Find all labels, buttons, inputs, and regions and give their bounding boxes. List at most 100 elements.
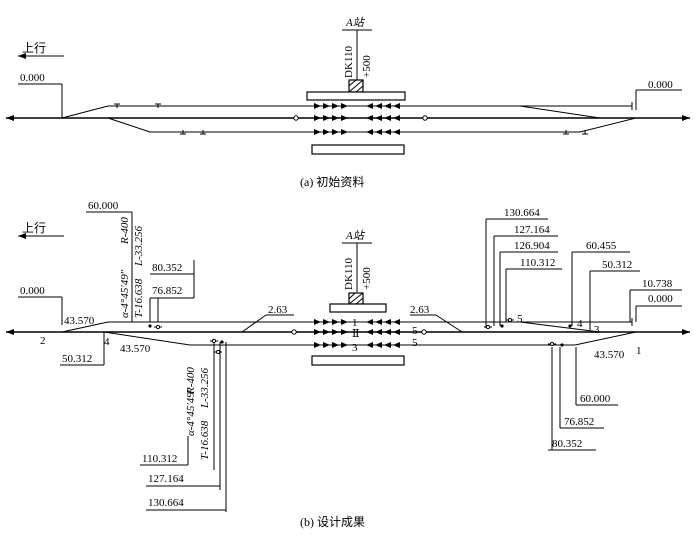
track-arrow-right (323, 103, 330, 109)
track-arrow-right (341, 342, 348, 348)
switch-marks-a (114, 103, 588, 135)
dim-130-left: 130.664 (148, 497, 184, 509)
switch-number-3-right: 3 (594, 324, 600, 336)
track-arrow-right (323, 342, 330, 348)
dk-label-b: DK110 (343, 258, 355, 290)
curve-upper-tangent: T-16.638 (133, 278, 145, 318)
direction-label-b: 上行 (22, 221, 46, 235)
left-zero-value-b: 0.000 (20, 285, 45, 297)
dim-110-right: 110.312 (520, 257, 555, 269)
track-arrow-right (332, 342, 339, 348)
switch-number-5-right: 5 (517, 313, 523, 325)
station-label: A站 (345, 16, 366, 29)
offset-left: 2.63 (268, 304, 288, 316)
track-arrow-right (314, 329, 321, 335)
track-arrow-right (332, 329, 339, 335)
track-arrow-left (375, 329, 382, 335)
track-arrow-right (341, 115, 348, 121)
platform-lower-b (311, 355, 405, 366)
track-arrow-right (323, 319, 330, 325)
dim-60-lower-right: 60.000 (580, 393, 611, 405)
dim-127-right: 127.164 (514, 224, 550, 236)
upper-siding-left-diverge (61, 105, 109, 119)
track-arrow-right (332, 129, 339, 135)
switch-number-1-right: 1 (636, 345, 642, 357)
caption-a: (a) 初始资料 (300, 175, 364, 189)
track-arrow-left (375, 129, 382, 135)
curve-upper-alpha: α-4°45′49″ (119, 269, 131, 318)
dim-left-upper: 43.570 (64, 315, 95, 327)
offset-right: 2.63 (410, 304, 430, 316)
curve-lower-length: L-33.256 (199, 367, 211, 409)
left-zero-value: 0.000 (20, 72, 45, 84)
switch-number-4-left: 4 (104, 336, 110, 348)
dim-76-left: 76.852 (152, 285, 182, 297)
curve-lower-tangent: T-16.638 (199, 420, 211, 460)
dim-80-left: 80.352 (152, 262, 182, 274)
switch-number-2: 2 (40, 335, 46, 347)
switch-number-4-right: 4 (577, 318, 583, 330)
dim-130-right: 130.664 (504, 207, 540, 219)
track-arrow-left (375, 342, 382, 348)
dim-43-right: 43.570 (594, 349, 625, 361)
caption-b: (b) 设计成果 (300, 515, 365, 529)
track-arrow-left (393, 129, 400, 135)
right-zero-value: 0.000 (648, 79, 673, 91)
track-arrow-left (366, 319, 373, 325)
track-arrow-right (341, 329, 348, 335)
curve-upper-radius: R-400 (119, 217, 131, 245)
track-arrow-left (393, 329, 400, 335)
station-label-b: A站 (345, 229, 366, 242)
dim-60-left: 60.000 (88, 200, 119, 212)
dim-127-left: 127.164 (148, 473, 184, 485)
dim-60-right: 60.455 (586, 240, 617, 252)
lower-siding-right (579, 117, 637, 133)
direction-label: 上行 (22, 41, 46, 55)
dim-left-50: 50.312 (62, 353, 92, 365)
track-arrow-right (314, 103, 321, 109)
track-arrow-right (323, 115, 330, 121)
signal-a-1 (293, 115, 299, 121)
track-arrow-left (384, 329, 391, 335)
track-arrow-right (332, 115, 339, 121)
track-arrow-right (332, 103, 339, 109)
track-arrow-left (366, 329, 373, 335)
track-arrow-right (341, 319, 348, 325)
dim-left-lower: 43.570 (120, 343, 151, 355)
track-arrow-left (384, 115, 391, 121)
dk-offset-b: +500 (361, 267, 373, 290)
track-arrow-right (341, 129, 348, 135)
track-arrow-left (366, 342, 373, 348)
track-number-5b: 5 (412, 337, 418, 349)
track-arrow-left (375, 115, 382, 121)
track-arrow-left (366, 115, 373, 121)
track-arrow-left (384, 319, 391, 325)
dim-76-lower-right: 76.852 (564, 416, 594, 428)
platform-lower (311, 144, 405, 155)
track-arrow-left (366, 103, 373, 109)
panel-b: 上行 0.000 0.000 A站 DK110 +500 (6, 200, 690, 529)
track-arrows-b (314, 319, 400, 348)
track-arrow-right (323, 129, 330, 135)
track-arrow-right (314, 129, 321, 135)
track-number-2: Ⅱ (352, 328, 359, 340)
switch-marks-b (148, 317, 572, 355)
panel-a: 上行 0.000 0.000 A站 DK110 +500 (6, 16, 690, 189)
platform-upper-b (329, 303, 387, 313)
track-arrow-left (384, 129, 391, 135)
track-arrow-left (393, 319, 400, 325)
upper-siding-right-diverge (519, 105, 601, 119)
track-arrow-right (314, 319, 321, 325)
curve-upper-length: L-33.256 (133, 225, 145, 267)
track-number-5a: 5 (412, 325, 418, 337)
track-arrow-left (393, 342, 400, 348)
dim-10-right: 10.738 (642, 278, 673, 290)
dim-80-lower-right: 80.352 (552, 438, 582, 450)
curve-lower-radius: R-400 (185, 367, 197, 395)
track-arrow-right (323, 329, 330, 335)
curve-lower-alpha: α-4°45′49″ (185, 387, 197, 436)
track-arrow-left (384, 342, 391, 348)
track-arrow-right (314, 342, 321, 348)
dim-126-right: 126.904 (514, 240, 550, 252)
